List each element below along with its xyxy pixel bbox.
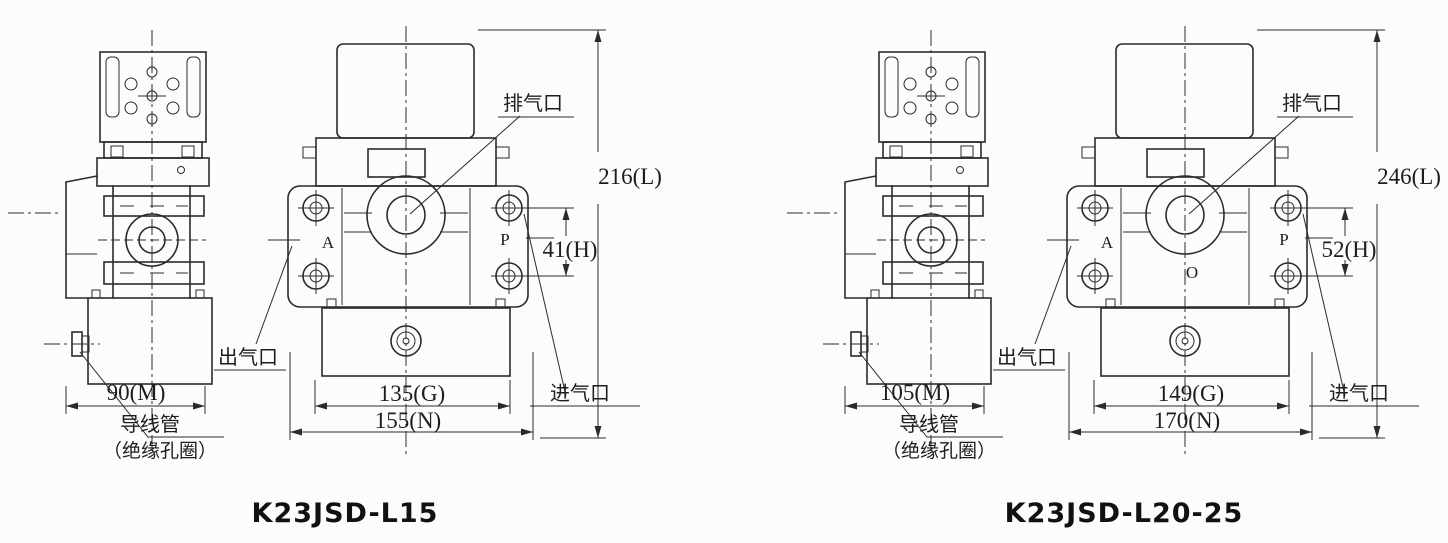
dim-l-label: 246(L) [1377, 164, 1441, 189]
model-caption: K23JSD-L20-25 [1005, 498, 1244, 529]
outlet-port-label: 出气口 [997, 346, 1057, 369]
conduit-label-line2: （绝缘孔圈） [103, 440, 217, 462]
conduit-stub [71, 331, 90, 357]
leader-lines [79, 115, 640, 438]
base-block [321, 307, 511, 377]
conduit-label-line1: 导线管 [899, 413, 959, 436]
valve-drawing-geometry [8, 26, 640, 458]
model-caption: K23JSD-L15 [252, 498, 439, 529]
dim-h-label: 52(H) [1322, 237, 1377, 262]
outlet-port-label: 出气口 [218, 346, 278, 369]
mounting-bracket [65, 175, 98, 299]
port-p-label: P [500, 230, 509, 249]
exhaust-port-circle [366, 175, 446, 255]
slot-left [105, 56, 120, 118]
base-bolt-icon [390, 325, 422, 357]
side-port-circle [98, 213, 206, 267]
hole-pattern [124, 66, 180, 125]
dim-g-label: 149(G) [1158, 381, 1224, 406]
text-layer-right: 排气口 出气口 进气口 导线管 （绝缘孔圈） 105(M) 149(G) 170… [880, 92, 1441, 529]
port-a-label: A [1101, 233, 1114, 252]
front-view [268, 26, 554, 458]
dim-m-label: 90(M) [107, 380, 166, 405]
inlet-leader [523, 213, 567, 397]
conduit-label-line1: 导线管 [120, 413, 180, 436]
dimension-lines [65, 29, 606, 440]
port-o-label: O [1186, 263, 1198, 282]
side-view [8, 30, 213, 452]
screw-icon [298, 190, 334, 226]
outlet-leader [255, 245, 293, 345]
port-a-label: A [322, 233, 335, 252]
drawing-right: 排气口 出气口 进气口 导线管 （绝缘孔圈） 105(M) 149(G) 170… [786, 25, 1441, 529]
valve-body [287, 185, 529, 308]
screw-icon [491, 258, 527, 294]
exhaust-port-label: 排气口 [503, 92, 563, 115]
drawing-left: 排气口 出气口 进气口 导线管 （绝缘孔圈） 90(M) 135(G) 155(… [8, 26, 662, 529]
coil-block-side [87, 297, 213, 385]
dim-h-label: 41(H) [543, 237, 598, 262]
slot-right [186, 56, 201, 118]
inlet-port-label: 进气口 [1329, 382, 1389, 405]
nameplate-window [367, 148, 426, 178]
exhaust-leader [409, 115, 521, 215]
conduit-label-line2: （绝缘孔圈） [882, 440, 996, 462]
conduit-leader [79, 351, 224, 438]
dim-n-label: 155(N) [375, 408, 441, 433]
dim-n-label: 170(N) [1154, 408, 1220, 433]
dim-m-label: 105(M) [880, 380, 950, 405]
exhaust-port-label: 排气口 [1282, 92, 1342, 115]
dim-g-label: 135(G) [379, 381, 445, 406]
screw-icon [491, 190, 527, 226]
inlet-port-label: 进气口 [550, 382, 610, 405]
text-layer-left: 排气口 出气口 进气口 导线管 （绝缘孔圈） 90(M) 135(G) 155(… [103, 92, 662, 529]
dim-l-label: 216(L) [598, 164, 662, 189]
port-p-label: P [1279, 230, 1288, 249]
screw-icon [298, 258, 334, 294]
